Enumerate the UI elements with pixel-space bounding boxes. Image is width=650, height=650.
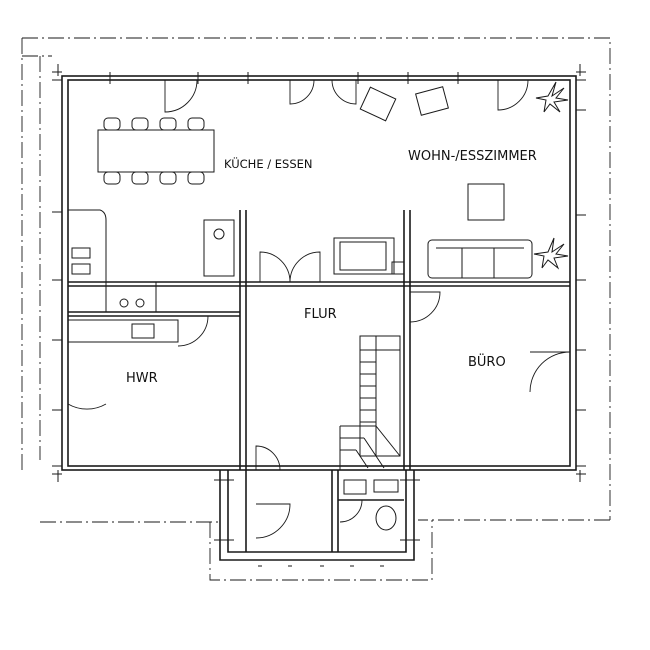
wc-fixtures [343, 479, 399, 531]
kitchen-counter [67, 209, 235, 343]
exterior-walls [52, 64, 586, 482]
room-label-utility: HWR [126, 371, 158, 386]
room-label-living: WOHN-/ESSZIMMER [408, 149, 537, 164]
staircase [339, 335, 401, 470]
tv-unit [333, 237, 405, 275]
coffee-table [467, 183, 505, 221]
dining-table [97, 117, 215, 185]
room-label-kitchen: KÜCHE / ESSEN [224, 155, 313, 171]
room-label-office: BÜRO [468, 353, 506, 370]
armchairs [359, 86, 449, 122]
interior-walls [68, 210, 570, 552]
entrance-porch [214, 470, 420, 567]
room-label-hall: FLUR [304, 307, 337, 322]
plants [533, 81, 569, 270]
doors [67, 79, 571, 539]
roof-outline [21, 37, 611, 581]
sofa [427, 239, 533, 279]
